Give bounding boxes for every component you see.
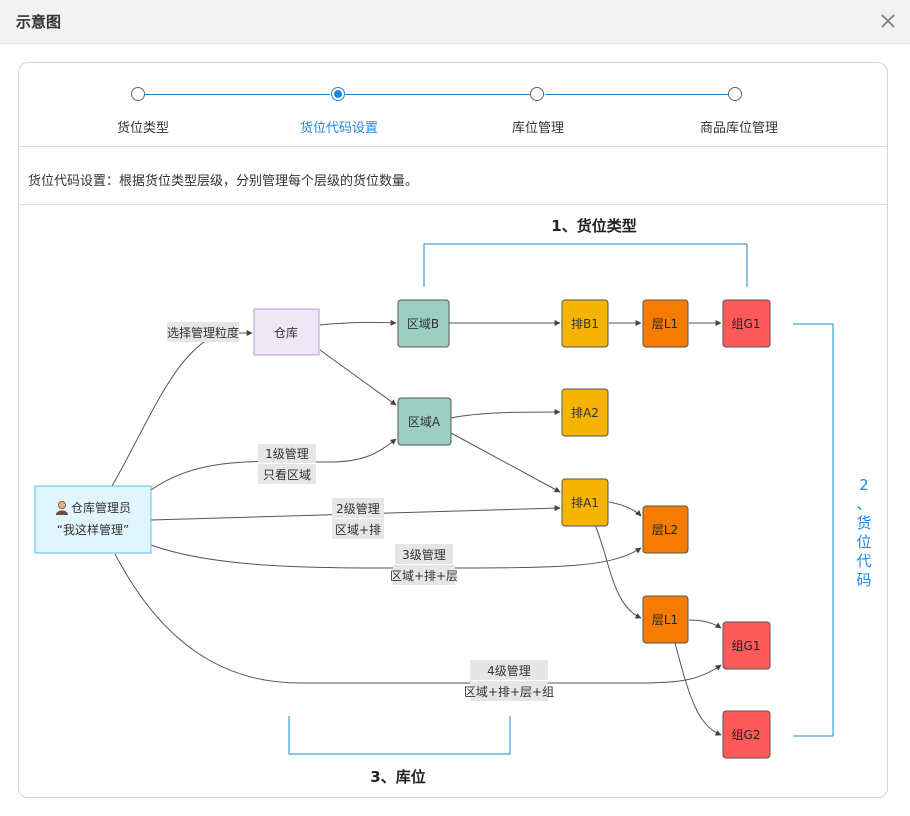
edge-label-bg: [167, 322, 239, 342]
step-3-label[interactable]: 库位管理: [511, 121, 565, 136]
layer-l1-top-label: 层L1: [652, 317, 678, 331]
node-zone-a: 区域A: [397, 397, 452, 446]
edge-label-bg: [332, 519, 384, 539]
label-granularity: 选择管理粒度: [167, 325, 239, 340]
user-icon: [56, 500, 68, 515]
edge-warehouse-zonea: [319, 349, 397, 406]
node-zone-b: 区域B: [397, 299, 450, 348]
row-b1-label: 排B1: [571, 317, 599, 331]
edge-label-bg: [332, 498, 384, 518]
label-level4-b: 区域+排+层+组: [464, 685, 554, 699]
step-4-label[interactable]: 商品库位管理: [699, 121, 779, 136]
edge-label-bg: [258, 464, 316, 484]
step-connector: [145, 94, 330, 95]
node-group-g2: 组G2: [722, 710, 771, 759]
row-a2-label: 排A2: [571, 406, 599, 420]
edge-zonea-rowa1: [450, 432, 561, 493]
node-manager: 仓库管理员 “我这样管理”: [34, 485, 152, 554]
node-row-a1: 排A1: [561, 478, 609, 527]
step-description: 货位代码设置：根据货位类型层级，分别管理每个层级的货位数量。: [28, 174, 419, 189]
manager-name: 仓库管理员: [71, 500, 131, 515]
layer-l2-label: 层L2: [652, 523, 678, 537]
step-3-dot[interactable]: [530, 87, 544, 101]
edge-layer-groupg1: [688, 619, 722, 629]
step-connector: [545, 94, 729, 95]
label-level2-b: 区域+排: [335, 523, 381, 537]
row-a1-label: 排A1: [571, 496, 599, 510]
edge-rowa1-layerl1: [594, 524, 642, 619]
bracket-right-label: 2、货位代码: [856, 476, 871, 589]
layer-l1-mid-label: 层L1: [652, 613, 678, 627]
divider: [19, 204, 887, 205]
bracket-bottom: [288, 716, 511, 755]
label-level1-a: 1级管理: [265, 446, 309, 461]
node-group-g1-top: 组G1: [722, 299, 771, 348]
node-group-g1-mid: 组G1: [722, 621, 771, 670]
node-layer-l1-mid: 层L1: [642, 595, 689, 644]
edge-label-bg: [470, 660, 548, 680]
bracket-right: [793, 323, 834, 737]
group-g1-top-label: 组G1: [732, 317, 761, 331]
zone-b-label: 区域B: [407, 317, 439, 331]
edge-rowa1-layerl2: [608, 501, 642, 517]
node-row-a2: 排A2: [561, 388, 609, 437]
edges: [111, 319, 722, 736]
manager-quote: “我这样管理”: [57, 522, 129, 537]
node-row-b1: 排B1: [561, 299, 609, 348]
step-1-dot[interactable]: [131, 87, 145, 101]
edge-label-bg: [393, 565, 455, 585]
close-icon[interactable]: [877, 10, 899, 32]
edge-layer-groupg2: [674, 642, 722, 736]
step-1-label[interactable]: 货位类型: [116, 121, 170, 136]
zone-a-label: 区域A: [408, 415, 441, 429]
dialog-title: 示意图: [16, 13, 62, 31]
brackets: [288, 243, 834, 755]
step-4-dot[interactable]: [728, 87, 742, 101]
bracket-bottom-label: 3、库位: [370, 768, 425, 786]
bracket-top-label: 1、货位类型: [551, 217, 636, 235]
node-layer-l1-top: 层L1: [642, 299, 689, 348]
node-warehouse: 仓库: [253, 308, 320, 356]
edge-labels: 选择管理粒度 1级管理 只看区域 2级管理 区域+排 3级管理 区域+排+层 4…: [167, 322, 554, 701]
warehouse-label: 仓库: [274, 325, 298, 340]
nodes: 仓库管理员 “我这样管理” 仓库 区域B 区域A 排B1 排A2 排A1: [34, 299, 771, 759]
edge-level4: [114, 553, 722, 684]
edge-label-bg: [470, 681, 548, 701]
step-2-dot[interactable]: [331, 87, 345, 101]
edge-warehouse-zoneb: [319, 319, 397, 326]
step-connector: [345, 94, 531, 95]
edge-label-bg: [395, 544, 453, 564]
label-level3-b: 区域+排+层: [390, 569, 458, 583]
group-g1-mid-label: 组G1: [732, 639, 761, 653]
edge-zonea-rowa2: [450, 409, 561, 419]
content-card: 货位类型 货位代码设置 库位管理 商品库位管理 货位代码设置：根据货位类型层级，…: [18, 62, 888, 798]
group-g2-label: 组G2: [732, 728, 761, 742]
step-indicator: 货位类型 货位代码设置 库位管理 商品库位管理: [19, 63, 887, 147]
bracket-top: [423, 243, 748, 287]
divider: [19, 146, 887, 147]
label-level4-a: 4级管理: [487, 663, 531, 678]
label-level2-a: 2级管理: [336, 501, 380, 516]
node-layer-l2: 层L2: [642, 505, 689, 554]
step-2-label[interactable]: 货位代码设置: [299, 121, 379, 136]
edge-label-bg: [258, 444, 316, 463]
label-level3-a: 3级管理: [402, 547, 446, 562]
label-level1-b: 只看区域: [263, 468, 311, 482]
dialog-header: 示意图: [0, 0, 910, 44]
